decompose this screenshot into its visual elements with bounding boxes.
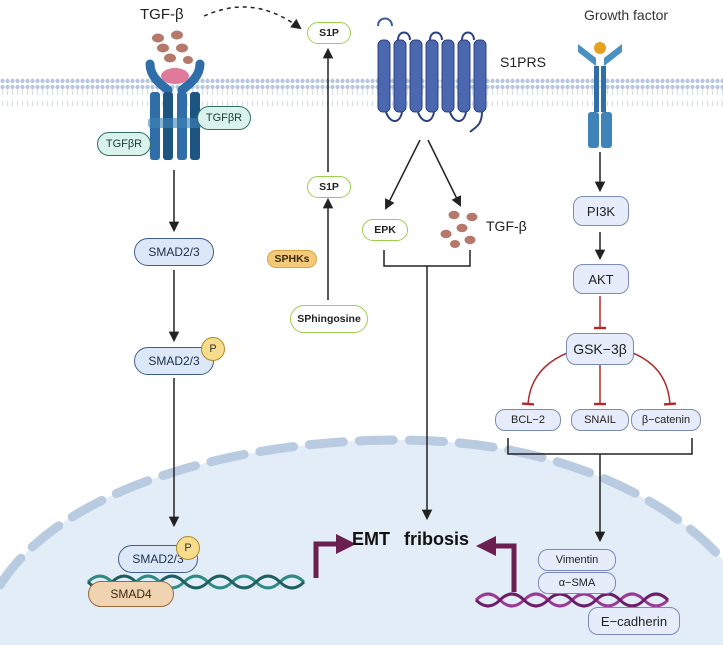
- pi3k-node: PI3K: [573, 196, 629, 226]
- fibrosis-label: fribosis: [404, 529, 470, 549]
- smad23-phospho-node: SMAD2/3: [134, 347, 214, 375]
- nuclear-envelope: [0, 435, 723, 590]
- ecadherin-node: E−cadherin: [588, 607, 680, 635]
- promoter-arrow-right: [476, 536, 517, 592]
- emt-label: EMT: [352, 529, 390, 549]
- tgfb-ligand-cluster-mid: [440, 210, 478, 248]
- tgfb-receptor-complex: [145, 59, 205, 160]
- s1prs-label: S1PRS: [500, 54, 546, 70]
- asma-node: α−SMA: [538, 572, 616, 594]
- s1p-mid-node: S1P: [307, 176, 351, 198]
- tgfb-mid-label: TGF-β: [486, 218, 527, 234]
- tgfbr-left-node: TGFβR: [97, 132, 151, 156]
- vimentin-node: Vimentin: [538, 549, 616, 571]
- s1p-top-node: S1P: [307, 22, 351, 44]
- arrow-s1pr-to-epk: [385, 139, 421, 210]
- cell-membrane: [0, 78, 723, 106]
- arrow-tgfb-to-s1p: [203, 6, 302, 30]
- bcatenin-node: β−catenin: [631, 409, 701, 431]
- growth-factor-receptor: [578, 42, 622, 148]
- promoter-arrow-left: [313, 534, 356, 578]
- growth-factor-label: Growth factor: [584, 7, 669, 23]
- epk-node: EPK: [362, 219, 408, 241]
- nucleus: [0, 440, 723, 645]
- bracket-epk-tgfb: [383, 250, 471, 267]
- dna-helix-right: [474, 592, 670, 608]
- smad23-node: SMAD2/3: [134, 238, 214, 266]
- s1p-receptor-gpcr: [377, 17, 487, 133]
- snail-node: SNAIL: [571, 409, 629, 431]
- gsk3b-node: GSK−3β: [566, 333, 634, 365]
- smad4-node: SMAD4: [88, 581, 174, 607]
- sphingosine-node: SPhingosine: [290, 305, 368, 333]
- bcl2-node: BCL−2: [495, 409, 561, 431]
- arrow-s1pr-to-tgfb: [427, 139, 462, 207]
- phosphate-marker-nuclear: P: [176, 536, 200, 560]
- tgfb-top-label: TGF-β: [140, 6, 184, 23]
- akt-node: AKT: [573, 264, 629, 294]
- tgfb-ligand-cluster-top: [152, 30, 193, 64]
- phosphate-marker: P: [201, 337, 225, 361]
- tgfbr-right-node: TGFβR: [197, 106, 251, 130]
- sphks-enzyme: SPHKs: [267, 250, 317, 268]
